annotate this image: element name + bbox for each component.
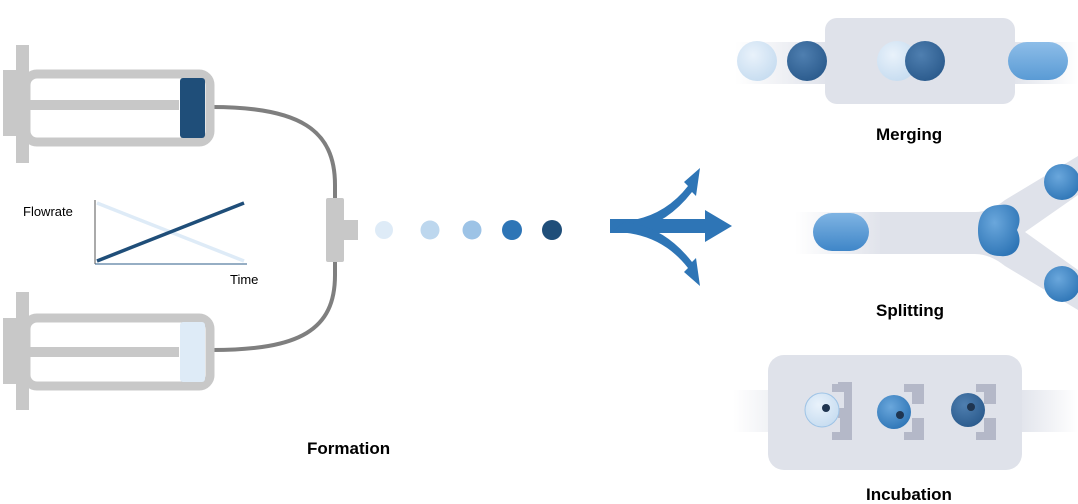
- syringe-bottom-plunger-rod: [29, 347, 179, 357]
- increasing-flow-line: [96, 201, 245, 263]
- chart-ylabel: Flowrate: [23, 204, 73, 219]
- syringe-top-plunger-head: [3, 70, 16, 136]
- split-droplet-lower: [1044, 266, 1078, 302]
- droplet-4: [502, 220, 522, 240]
- merging-droplet-light: [737, 41, 777, 81]
- merging-droplet-dark: [787, 41, 827, 81]
- chart-xlabel: Time: [230, 272, 258, 287]
- syringe-bottom-barrel: [21, 313, 215, 391]
- droplet-1: [375, 221, 393, 239]
- splitting-droplet-whole: [813, 213, 869, 251]
- split-droplet-upper: [1044, 164, 1078, 200]
- merging-droplets-contact: [877, 41, 945, 81]
- flowrate-chart: Flowrate Time: [23, 200, 258, 287]
- syringe-top-plunger-rod: [29, 100, 179, 110]
- tube-top: [211, 105, 337, 208]
- branch-arrow-icon: [610, 168, 732, 286]
- formation-label: Formation: [307, 439, 390, 458]
- syringe-top: [3, 45, 215, 163]
- syringe-bottom: [3, 292, 215, 410]
- droplet-stream: [375, 220, 562, 240]
- incubation-droplet-1: [804, 392, 840, 428]
- formation-section: Flowrate Time Formation: [3, 45, 562, 458]
- syringe-bottom-light-fluid: [180, 322, 205, 382]
- incubation-label: Incubation: [866, 485, 952, 504]
- incubation-droplet-3: [951, 393, 985, 427]
- droplet-5: [542, 220, 562, 240]
- merging-section: Merging: [735, 18, 1078, 144]
- incubation-droplet-2: [877, 395, 911, 429]
- incubation-section: Incubation: [733, 355, 1078, 504]
- tube-bottom: [211, 258, 337, 352]
- syringe-top-barrel: [21, 69, 215, 147]
- merging-label: Merging: [876, 125, 942, 144]
- t-junction: [326, 198, 358, 262]
- incubation-traps: [832, 382, 996, 440]
- splitting-droplet-kidney: [978, 204, 1020, 257]
- droplet-2: [420, 220, 440, 240]
- syringe-top-dark-fluid: [180, 78, 205, 138]
- merged-droplet: [1008, 42, 1068, 80]
- syringe-bottom-plunger-head: [3, 318, 16, 384]
- splitting-section: Splitting: [795, 156, 1078, 320]
- droplet-3: [462, 220, 482, 240]
- splitting-label: Splitting: [876, 301, 944, 320]
